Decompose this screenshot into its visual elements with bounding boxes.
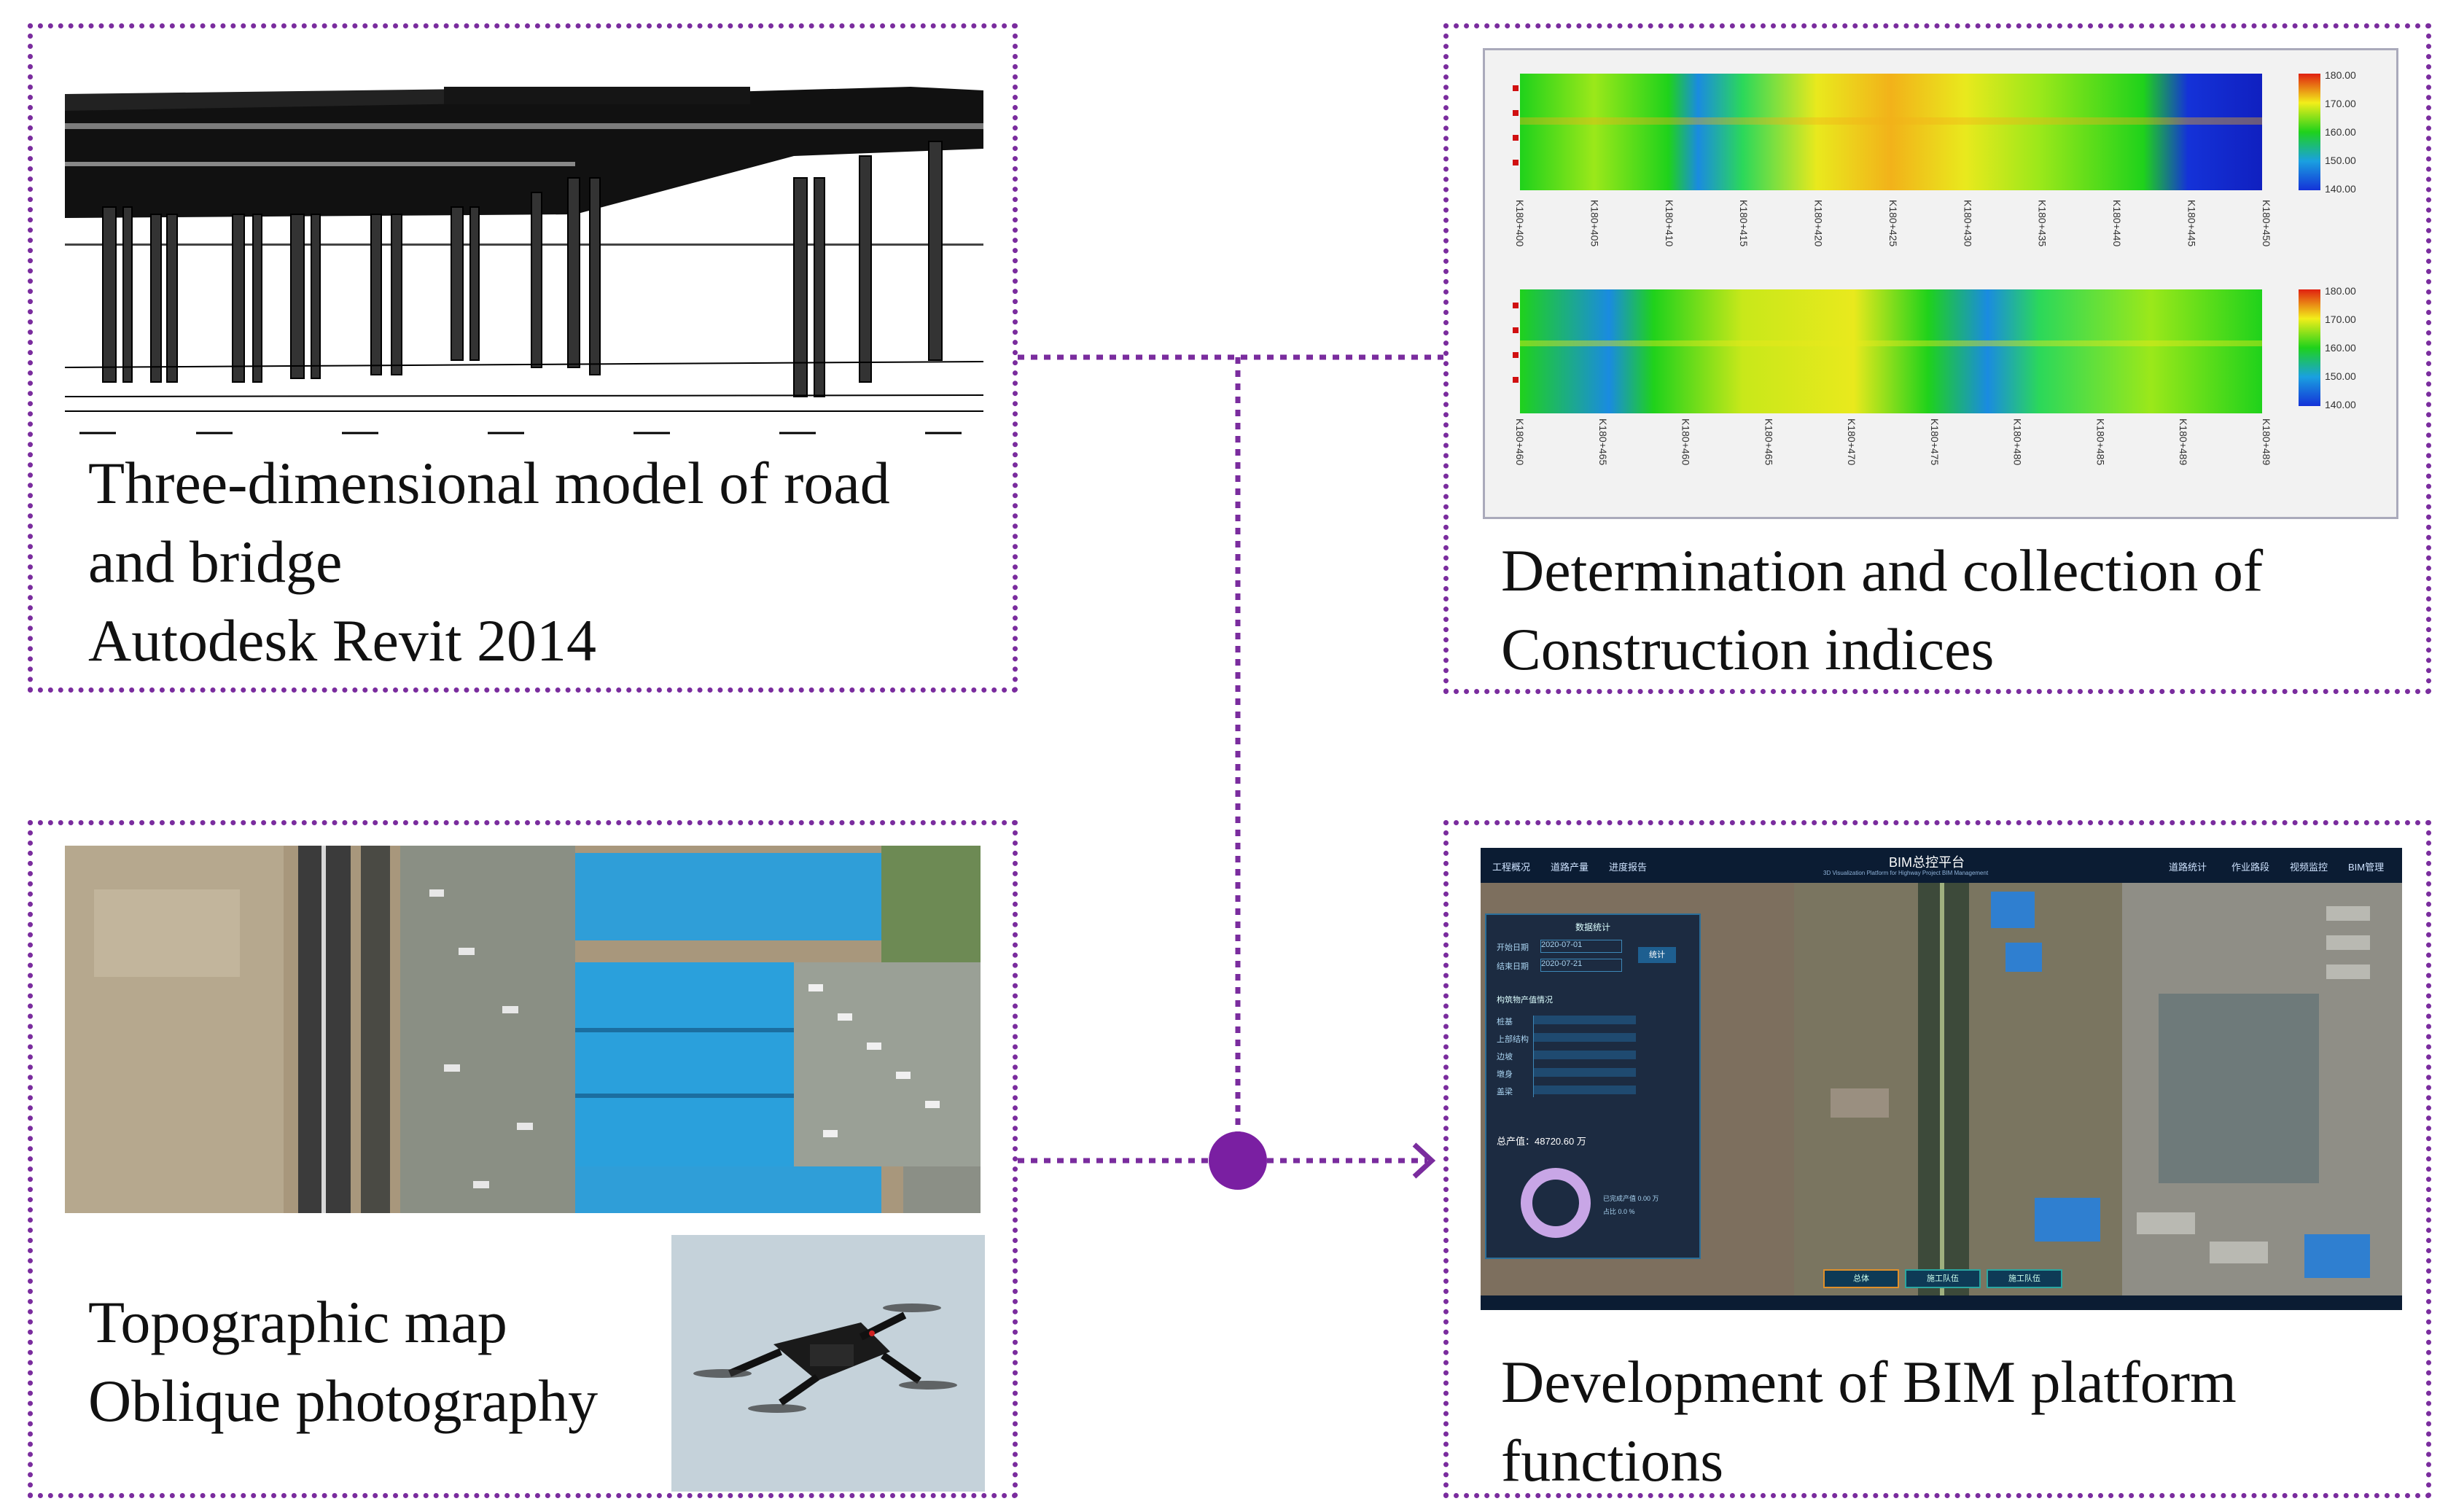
topographic-panel: Topographic map Oblique photography [28,820,1018,1498]
tick-label: K180+400 [1514,200,1526,247]
row-label: 桩基 [1497,1018,1513,1026]
row-label: 上部结构 [1497,1035,1529,1044]
legend-label: 150.00 [2325,155,2356,166]
tick-label: K180+460 [1514,418,1526,466]
legend-label: 140.00 [2325,399,2356,410]
section-title: 构筑物产值情况 [1497,996,1553,1005]
tick-label: K180+489 [2260,418,2272,466]
row-label: 盖梁 [1497,1088,1513,1096]
ring-legend: 占比 0.0 % [1603,1208,1635,1215]
nav-tab[interactable]: 道路产量 [1551,862,1589,873]
tick-label: K180+450 [2260,200,2272,247]
bim-status-bar [1481,1295,2402,1310]
nav-tab[interactable]: 视频监控 [2290,862,2328,873]
platform-title: BIM总控平台 [1889,855,1965,870]
tick-label: K180+475 [1928,418,1941,466]
legend-label: 170.00 [2325,98,2356,109]
tick-label: K180+445 [2186,200,2198,247]
ring-legend: 已完成产值 0.00 万 [1603,1195,1659,1202]
bottom-button[interactable]: 总体 [1823,1269,1899,1288]
platform-subtitle: 3D Visualization Platform for Highway Pr… [1823,870,1989,876]
caption-line: Oblique photography [88,1368,599,1434]
bim-platform-caption: Development of BIM platform functions [1501,1343,2237,1500]
legend-label: 160.00 [2325,342,2356,354]
bottom-button[interactable]: 施工队伍 [1905,1269,1981,1288]
stats-panel: 数据统计 开始日期 2020-07-01 结束日期 2020-07-21 统计 … [1485,913,1701,1259]
bim-screenshot: 工程概况 道路产量 进度报告 BIM总控平台 3D Visualization … [1481,848,2402,1310]
tick-label: K180+415 [1738,200,1750,247]
legend-labels-top: 180.00 170.00 160.00 150.00 140.00 [2325,69,2356,195]
tick-label: K180+465 [1763,418,1775,466]
nav-tab[interactable]: 工程概况 [1492,862,1531,873]
date-label: 结束日期 [1497,962,1529,971]
legend-label: 180.00 [2325,69,2356,81]
heatmap-top-ticks: K180+400 K180+405 K180+410 K180+415 K180… [1514,200,2272,251]
stats-button[interactable]: 统计 [1638,947,1676,963]
tick-label: K180+460 [1680,418,1692,466]
row-label: 墩身 [1497,1070,1513,1079]
tick-label: K180+420 [1812,200,1825,247]
ring-chart [1521,1168,1591,1238]
caption-line: Construction indices [1501,616,1995,682]
bottom-button[interactable]: 施工队伍 [1987,1269,2062,1288]
row-bars [1533,1016,1636,1097]
tick-label: K180+405 [1589,200,1601,247]
legend-bar-top [2299,74,2320,190]
tick-label: K180+410 [1663,200,1675,247]
construction-indices-caption: Determination and collection of Construc… [1501,531,2263,689]
warehouse-roof [575,962,794,1166]
heatmap-bottom-ticks: K180+460 K180+465 K180+460 K180+465 K180… [1514,418,2272,469]
legend-label: 140.00 [2325,183,2356,195]
total-value: 总产值：48720.60 万 [1497,1136,1586,1147]
nav-tab[interactable]: 作业路段 [2231,862,2270,873]
stats-title: 数据统计 [1575,922,1610,932]
nav-tab[interactable]: 进度报告 [1609,862,1648,873]
bridge-model-image [65,69,983,440]
end-date-input[interactable]: 2020-07-21 [1540,959,1622,972]
road-model-panel: Three-dimensional model of road and brid… [28,23,1018,693]
caption-line: and bridge [88,529,343,595]
construction-indices-panel: K180+400 K180+405 K180+410 K180+415 K180… [1443,23,2431,694]
caption-line: Autodesk Revit 2014 [88,607,596,674]
bim-platform-panel: 工程概况 道路产量 进度报告 BIM总控平台 3D Visualization … [1443,820,2431,1498]
junction-node [1209,1131,1267,1190]
aerial-photo [65,846,981,1213]
tick-label: K180+485 [2094,418,2107,466]
tick-label: K180+425 [1887,200,1899,247]
heatmap-top [1520,74,2262,190]
arrow-head [1412,1142,1436,1179]
legend-label: 150.00 [2325,370,2356,382]
start-date-input[interactable]: 2020-07-01 [1540,940,1622,953]
caption-line: Three-dimensional model of road [88,450,890,516]
heatmap-window: K180+400 K180+405 K180+410 K180+415 K180… [1483,48,2398,519]
tick-label: K180+470 [1846,418,1858,466]
caption-line: Development of BIM platform [1501,1349,2237,1415]
caption-line: functions [1501,1427,1724,1494]
topographic-caption: Topographic map Oblique photography [88,1283,598,1441]
legend-label: 170.00 [2325,313,2356,325]
caption-line: Determination and collection of [1501,537,2264,604]
legend-labels-bottom: 180.00 170.00 160.00 150.00 140.00 [2325,285,2356,410]
date-label: 开始日期 [1497,943,1529,952]
caption-line: Topographic map [88,1289,507,1355]
tick-label: K180+440 [2111,200,2124,247]
row-label: 边坡 [1497,1053,1513,1061]
tick-label: K180+480 [2011,418,2024,466]
legend-label: 160.00 [2325,126,2356,138]
legend-label: 180.00 [2325,285,2356,297]
nav-tab[interactable]: BIM管理 [2348,862,2385,873]
heatmap-bottom [1520,289,2262,413]
tick-label: K180+430 [1962,200,1974,247]
legend-bar-bottom [2299,289,2320,406]
nav-tab[interactable]: 道路统计 [2169,862,2207,873]
drone-photo [671,1235,985,1492]
road-model-caption: Three-dimensional model of road and brid… [88,444,890,680]
drone-icon [693,1303,957,1413]
tick-label: K180+435 [2036,200,2049,247]
bim-top-bar: 工程概况 道路产量 进度报告 BIM总控平台 3D Visualization … [1481,848,2402,883]
warehouse-roof [575,853,881,940]
tick-label: K180+465 [1597,418,1609,466]
tick-label: K180+489 [2178,418,2190,466]
